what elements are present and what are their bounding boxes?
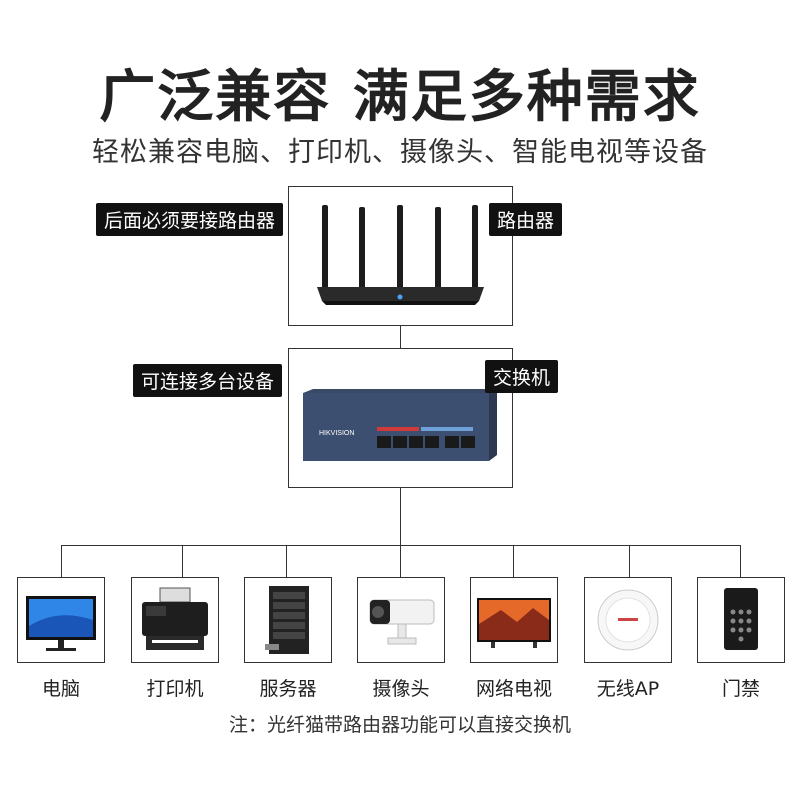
device-card-camera bbox=[357, 577, 445, 663]
printer-icon bbox=[142, 587, 208, 650]
device-label-server: 服务器 bbox=[259, 678, 317, 700]
router-box bbox=[288, 186, 513, 326]
router-icon bbox=[317, 205, 484, 305]
monitor-icon bbox=[26, 596, 96, 651]
device-label-access-control: 门禁 bbox=[721, 678, 760, 700]
device-card-access-control bbox=[697, 577, 785, 663]
page-title: 广泛兼容 满足多种需求 bbox=[99, 65, 701, 130]
device-card-server bbox=[244, 577, 332, 663]
switch-trunk-line bbox=[400, 488, 401, 546]
drop-line-1 bbox=[61, 545, 62, 578]
wireless-ap-icon bbox=[597, 589, 659, 651]
drop-line-4 bbox=[400, 545, 401, 578]
footnote: 注：光纤猫带路由器功能可以直接交换机 bbox=[228, 714, 571, 736]
device-label-printer: 打印机 bbox=[146, 678, 204, 700]
switch-icon: HIKVISION bbox=[303, 389, 497, 461]
camera-icon bbox=[369, 599, 435, 645]
device-card-computer bbox=[17, 577, 105, 663]
device-label-tv: 网络电视 bbox=[475, 678, 552, 700]
switch-brand-text: HIKVISION bbox=[319, 430, 354, 437]
switch-box: HIKVISION bbox=[288, 348, 513, 488]
server-icon bbox=[265, 586, 309, 654]
device-label-computer: 电脑 bbox=[41, 678, 80, 700]
device-label-camera: 摄像头 bbox=[372, 678, 430, 700]
switch-label-tag: 交换机 bbox=[485, 360, 559, 393]
router-label-tag: 路由器 bbox=[489, 203, 563, 236]
drop-line-6 bbox=[629, 545, 630, 578]
drop-line-3 bbox=[286, 545, 287, 578]
drop-line-2 bbox=[182, 545, 183, 578]
tv-icon bbox=[477, 598, 551, 648]
device-card-tv bbox=[470, 577, 558, 663]
switch-capability-tag: 可连接多台设备 bbox=[133, 364, 283, 397]
page-subtitle: 轻松兼容电脑、打印机、摄像头、智能电视等设备 bbox=[92, 137, 708, 168]
device-card-ap bbox=[584, 577, 672, 663]
router-requirement-tag: 后面必须要接路由器 bbox=[96, 203, 284, 236]
access-control-icon bbox=[724, 588, 758, 650]
device-label-ap: 无线AP bbox=[596, 678, 660, 700]
router-switch-connector bbox=[400, 326, 401, 348]
drop-line-7 bbox=[740, 545, 741, 578]
device-card-printer bbox=[131, 577, 219, 663]
drop-line-5 bbox=[513, 545, 514, 578]
